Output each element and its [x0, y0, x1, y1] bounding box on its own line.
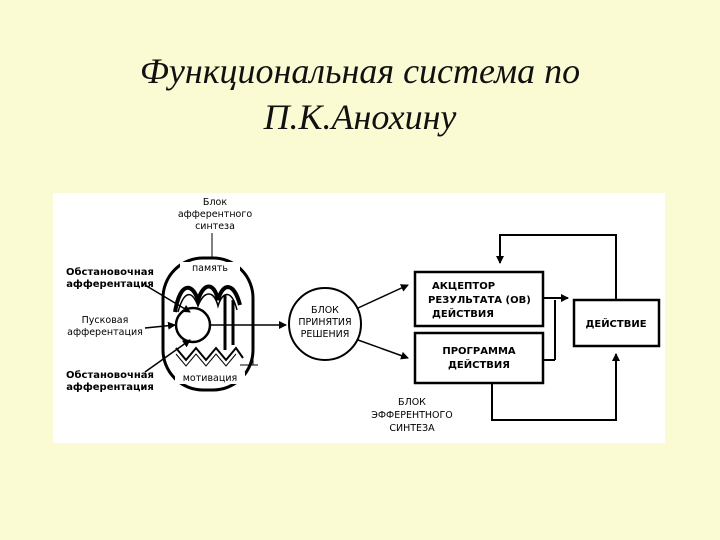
memory-label-bg: [180, 262, 240, 274]
program-box: [413, 331, 545, 385]
afferent-synthesis-label-1: Блок: [203, 197, 227, 208]
afferent-synthesis-label-3: синтеза: [195, 221, 235, 232]
memory-waves: [173, 284, 242, 313]
acceptor-label-2: РЕЗУЛЬТАТА (ОВ): [428, 295, 531, 306]
arrow-to-acceptor: [357, 284, 409, 309]
arrow-program-to-action: [491, 353, 620, 421]
acceptor-label-3: ДЕЙСТВИЯ: [432, 307, 494, 320]
arrow-situational-top: [144, 284, 191, 313]
motivation-label-bg: [175, 372, 245, 384]
arrow-trigger: [144, 321, 176, 330]
situational-top-label-1: Обстановочная: [66, 266, 154, 278]
decision-label-3: РЕШЕНИЯ: [301, 329, 350, 340]
arrow-situational-bottom: [144, 339, 191, 373]
efferent-synthesis-label-2: ЭФФЕРЕНТНОГО: [371, 410, 453, 421]
motivation-zigzag-2: [175, 353, 237, 367]
decision-label-2: ПРИНЯТИЯ: [298, 317, 351, 328]
program-label-1: ПРОГРАММА: [442, 346, 516, 357]
title-line-2: П.К.Анохину: [263, 97, 457, 137]
action-label: ДЕЙСТВИЕ: [585, 317, 646, 330]
trigger-label-2: афферентация: [67, 327, 143, 338]
afferent-synthesis-label-2: афферентного: [178, 209, 253, 220]
slide-title: Функциональная система по П.К.Анохину: [0, 48, 720, 140]
feedback-arrow: [496, 234, 617, 300]
acceptor-box: [413, 270, 545, 328]
trigger-label-1: Пусковая: [82, 315, 129, 326]
efferent-synthesis-label-3: СИНТЕЗА: [389, 423, 435, 434]
trigger-circle: [174, 306, 212, 344]
memory-waves-inner: [177, 293, 238, 313]
program-label-2: ДЕЙСТВИЯ: [448, 358, 510, 371]
memory-label: память: [192, 263, 228, 274]
decision-label-1: БЛОК: [311, 305, 339, 316]
arrow-to-program: [357, 339, 409, 360]
acceptor-label-1: АКЦЕПТОР: [432, 281, 495, 292]
decision-block-circle: [288, 287, 362, 361]
situational-bottom-label-1: Обстановочная: [66, 369, 154, 381]
situational-bottom-label-2: афферентация: [66, 381, 154, 393]
motivation-label: мотивация: [183, 373, 237, 384]
efferent-synthesis-label-1: БЛОК: [398, 397, 426, 408]
motivation-zigzag: [175, 346, 244, 362]
situational-top-label-2: афферентация: [66, 278, 154, 290]
title-line-1: Функциональная система по: [139, 51, 581, 91]
action-box: [572, 298, 661, 348]
